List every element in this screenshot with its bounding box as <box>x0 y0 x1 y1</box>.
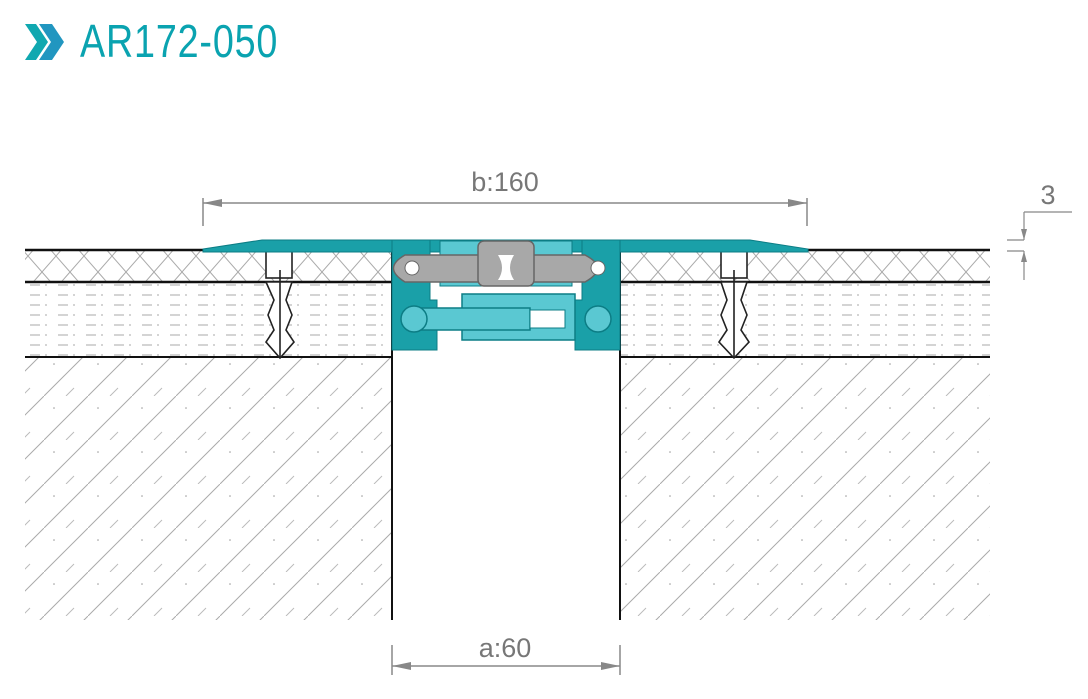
dimension-thickness <box>1007 211 1072 280</box>
dimension-a <box>391 645 621 675</box>
page-title: AR172-050 <box>80 15 279 67</box>
dimension-a-label: a:60 <box>479 633 532 663</box>
joint-profile <box>202 239 809 351</box>
dimension-thickness-label: 3 <box>1040 180 1055 210</box>
chevron-logo-icon <box>25 24 64 60</box>
dimension-b <box>202 198 808 226</box>
floor-right <box>619 248 990 620</box>
floor-left <box>25 248 393 620</box>
dimension-b-label: b:160 <box>471 167 539 197</box>
anchor-right-icon <box>717 249 751 360</box>
